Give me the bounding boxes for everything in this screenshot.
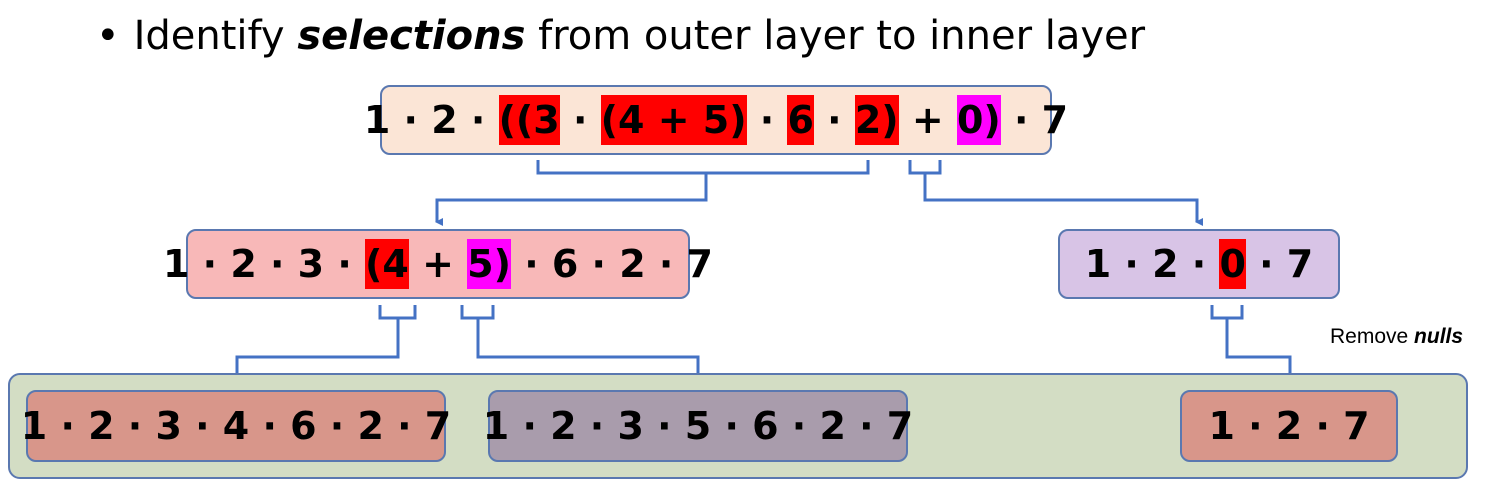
note-prefix: Remove [1330,325,1409,348]
heading-suffix: from outer layer to inner layer [538,13,1146,59]
highlighted-term-red: 0 [1219,239,1246,289]
result-box-2: 1 · 2 · 3 · 5 · 6 · 2 · 7 [483,390,913,462]
highlighted-term-red: (4 + 5) [600,95,747,145]
expression-term: · [746,98,788,142]
highlighted-term-magenta: 0) [956,95,1001,145]
connector-right-to-result3 [1210,305,1290,380]
expression-term: + [898,98,957,142]
connector-left-to-result2 [460,305,698,380]
connector-root-to-right [908,160,1197,222]
expression-left-box: 1 · 2 · 3 · (4 + 5) · 6 · 2 · 7 [163,229,713,299]
result-box-1: 1 · 2 · 3 · 4 · 6 · 2 · 7 [21,390,451,462]
expression-term: + [408,242,468,286]
connector-left-to-result1 [237,305,417,380]
highlighted-term-red: 6 [787,95,814,145]
result-box-3: 1 · 2 · 7 [1180,390,1398,462]
expression-term: · 6 · 2 · 7 [510,242,713,286]
remove-nulls-note: Remove nulls [1330,322,1463,352]
expression-term: 1 · 2 · [363,98,499,142]
heading-prefix: Identify [133,13,285,59]
result-expression-1: 1 · 2 · 3 · 4 · 6 · 2 · 7 [20,404,452,448]
highlighted-term-magenta: 5) [467,239,511,289]
expression-term: 1 · 2 · [1084,242,1220,286]
heading-emphasis: selections [297,13,526,59]
result-expression-3: 1 · 2 · 7 [1208,404,1370,448]
expression-right-box: 1 · 2 · 0 · 7 [1058,229,1340,299]
expression-root-box: 1 · 2 · ((3 · (4 + 5) · 6 · 2) + 0) · 7 [364,85,1068,155]
slide-heading: • Identify selections from outer layer to… [96,8,1145,64]
highlighted-term-red: 2) [854,95,899,145]
result-expression-2: 1 · 2 · 3 · 5 · 6 · 2 · 7 [482,404,914,448]
expression-term: · 7 [1000,98,1069,142]
expression-term: · [559,98,601,142]
expression-term: · [813,98,855,142]
expression-term: · 7 [1245,242,1314,286]
connector-root-to-left [437,160,870,222]
note-emphasis: nulls [1414,325,1464,348]
expression-term: 1 · 2 · 3 · [163,242,366,286]
highlighted-term-red: ((3 [498,95,560,145]
bullet-icon: • [96,13,120,59]
highlighted-term-red: (4 [365,239,409,289]
